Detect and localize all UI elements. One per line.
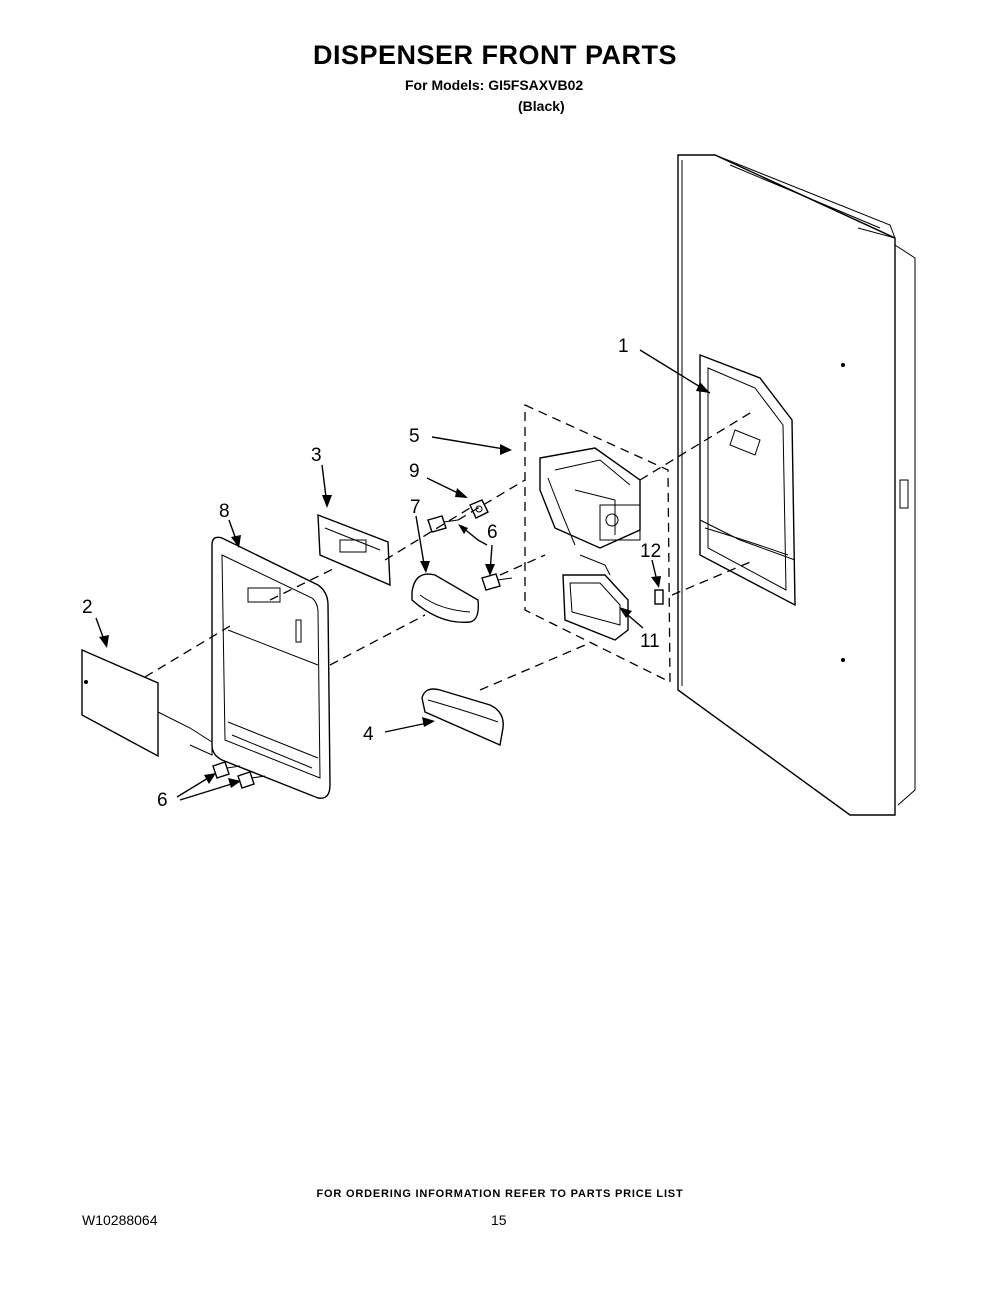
- callout-2: 2: [82, 597, 93, 618]
- models-line: For Models: GI5FSAXVB02: [405, 77, 584, 93]
- part-9-clip: [469, 499, 489, 519]
- callout-9: 9: [409, 461, 420, 482]
- part-11-actuator-paddle: [562, 554, 629, 641]
- ordering-note: FOR ORDERING INFORMATION REFER TO PARTS …: [316, 1188, 684, 1200]
- callout-8: 8: [219, 501, 230, 522]
- page-number: 15: [491, 1212, 507, 1228]
- document-number: W10288064: [82, 1212, 158, 1228]
- callout-4: 4: [363, 724, 374, 745]
- part-6-screws-lower: [212, 761, 266, 789]
- part-2-front-panel: [81, 648, 213, 758]
- callout-5: 5: [409, 426, 420, 447]
- part-8-front-bezel: [211, 536, 331, 799]
- callout-arrows: [95, 349, 711, 801]
- door-screw-hole: [841, 658, 845, 662]
- part-7-chute-deflector: [411, 573, 480, 624]
- callout-6-upper: 6: [487, 522, 498, 543]
- part-12-switch: [654, 589, 664, 605]
- door-screw-hole: [841, 363, 845, 367]
- assembly-guide-lines: [144, 409, 756, 691]
- exploded-parts-diagram: 1 2 3 4 5 6 6 7 8 9 11 12: [81, 154, 916, 816]
- part-4-drip-tray: [421, 688, 504, 746]
- callout-11: 11: [640, 631, 660, 652]
- callout-7: 7: [410, 497, 421, 518]
- color-line: (Black): [518, 98, 565, 114]
- part-6-screws-upper: [427, 515, 513, 591]
- part-3-control-board: [317, 513, 391, 587]
- door-hinge-tab: [899, 479, 909, 509]
- part-5-control-assembly: [539, 447, 641, 549]
- callout-3: 3: [311, 445, 322, 466]
- callout-6-lower: 6: [157, 790, 168, 811]
- part-1-dispenser-housing: [699, 353, 796, 607]
- callout-1: 1: [618, 336, 629, 357]
- page-title: DISPENSER FRONT PARTS: [312, 40, 678, 70]
- callout-12: 12: [640, 541, 661, 562]
